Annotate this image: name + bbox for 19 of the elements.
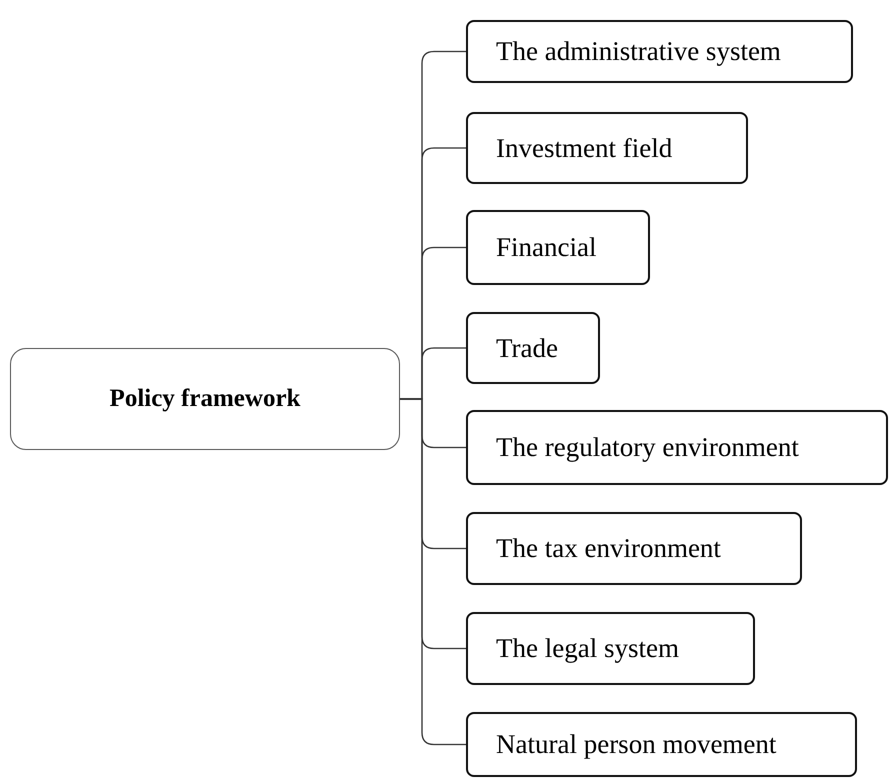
connector-line — [400, 398, 466, 746]
box-label: Trade — [496, 332, 558, 364]
category-box — [466, 512, 802, 585]
category-box — [466, 312, 600, 384]
box-label: Investment field — [496, 132, 672, 164]
box-label: Policy framework — [110, 385, 300, 413]
category-box — [466, 20, 853, 83]
box-label: The regulatory environment — [496, 432, 799, 463]
box-label: Natural person movement — [496, 729, 776, 760]
box-label: The tax environment — [496, 533, 721, 564]
category-box — [466, 112, 748, 184]
category-box — [466, 410, 888, 485]
box-label: The legal system — [496, 633, 679, 664]
root-box — [10, 348, 400, 450]
box-label: Financial — [496, 232, 596, 263]
category-box — [466, 210, 650, 285]
category-box — [466, 612, 755, 685]
category-box — [466, 712, 857, 777]
box-label: The administrative system — [496, 36, 781, 67]
